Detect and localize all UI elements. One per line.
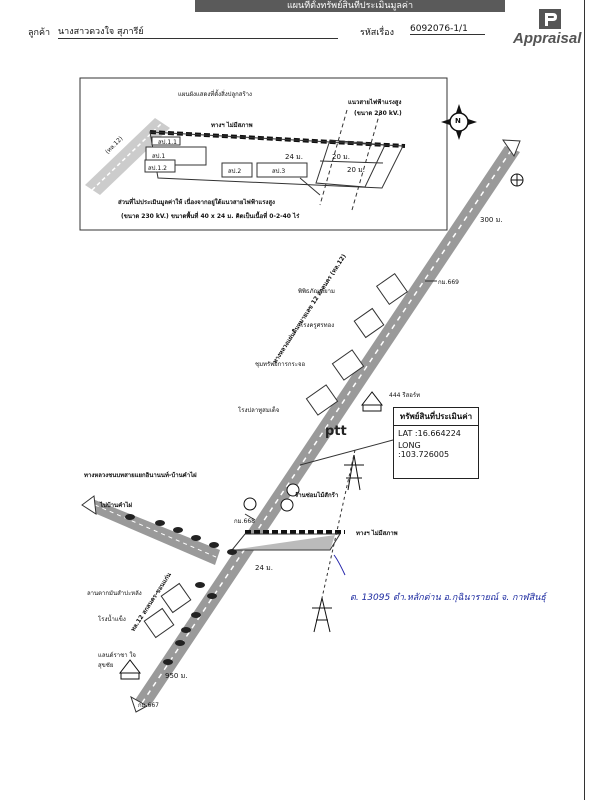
property-long: LONG :103.726005 (398, 441, 450, 459)
logo-text: Appraisal (513, 30, 582, 47)
ref-label: รหัสเรื่อง (360, 28, 394, 38)
ptt-logo: ptt (325, 424, 347, 439)
inset-north-icon (441, 104, 477, 140)
landmark-temple: แลนด์ราชา ใจสุขชัย (98, 652, 136, 669)
inset-dim-20a: 20 ม. (332, 153, 350, 161)
dist-300: 300 ม. (480, 216, 503, 224)
landmark-rongkru: โรงครูศรทอง (300, 322, 335, 329)
inset-building-1-2: สป.1.2 (148, 165, 167, 172)
landmark-resort: 444 รีสอร์ท (389, 392, 421, 399)
km-669: กม.669 (438, 279, 459, 286)
inset-note-2: (ขนาด 230 kV.) ขนาดพื้นที่ 40 x 24 ม. คิ… (121, 213, 300, 220)
inset-building-2: สป.2 (228, 168, 242, 175)
inset-note-1: ส่วนที่ไม่ประเมินมูลค่าให้ เนื่องจากอยู่… (118, 199, 275, 206)
customer-label: ลูกค้า (28, 28, 51, 38)
dist-950: 950 ม. (165, 672, 188, 680)
appraisal-logo-icon (538, 8, 562, 30)
customer-name: นางสาวดวงใจ สุภารีย์ (58, 24, 338, 39)
inset-title: แผนผังแสดงที่ตั้งสิ่งปลูกสร้าง (178, 91, 252, 98)
pylon-icon (312, 454, 364, 633)
inset-building-1: สป.1 (152, 153, 166, 160)
store-label: ร้านซ่อมไม้สักร้า (295, 492, 339, 499)
compass-rose-icon (510, 173, 524, 187)
inset-dim-20b: 20 ม. (347, 166, 365, 174)
header-title: แผนที่ตั้งทรัพย์สินที่ประเมินมูลค่า (195, 0, 505, 12)
inset-building-3: สป.3 (272, 168, 286, 175)
landmark-cement: ลานตากมันสำปะหลัง (87, 590, 142, 597)
landmark-ice: โรงน้ำแข็ง (98, 616, 126, 623)
road-left-to: ไปบ้านคำไผ่ (100, 502, 133, 509)
inset-dim-24: 24 ม. (285, 153, 303, 161)
landmark-pipitphan: พิพิธภัณฑ์ยาม (298, 288, 335, 295)
property-box-title: ทรัพย์สินที่ประเมินค่า (394, 408, 478, 426)
inset-powerline-spec: (ขนาด 230 kV.) (354, 110, 402, 117)
inset-north-label: N (455, 117, 461, 125)
marker-icon (243, 483, 300, 512)
property-box: ทรัพย์สินที่ประเมินค่า LAT :16.664224 LO… (393, 407, 479, 479)
landmark-fish: โรงปลาทูสมเด็จ (238, 407, 280, 414)
km-668: กม.668 (234, 518, 255, 525)
car-icon (125, 514, 237, 665)
dist-24: 24 ม. (255, 564, 273, 572)
landmark-pawn: ชุมทรัพย์การกระจอ (255, 361, 306, 368)
road-right-label: ทางฯ ไม่มีสภาพ (356, 530, 398, 537)
inset-building-1-1: สป.1.1 (158, 139, 177, 146)
handwritten-note: ต. 13095 ตำ.หลักด่าน อ.กุฉินารายณ์ จ. กา… (350, 593, 546, 603)
inset-powerline-label: แนวสายไฟฟ้าแรงสูง (348, 99, 402, 106)
property-lat: LAT :16.664224 (398, 429, 461, 438)
left-road (90, 498, 220, 565)
temple-icon (118, 391, 384, 680)
page-right-border (584, 0, 585, 800)
ref-value: 6092076-1/1 (410, 24, 485, 35)
main-highway (135, 146, 520, 706)
road-left-label: ทางหลวงชนบทสายแยกอินานนท์-บ้านคำไผ่ (84, 472, 197, 479)
km-667: กม.667 (138, 702, 159, 709)
inset-road-label: ทางฯ ไม่มีสภาพ (211, 122, 253, 129)
